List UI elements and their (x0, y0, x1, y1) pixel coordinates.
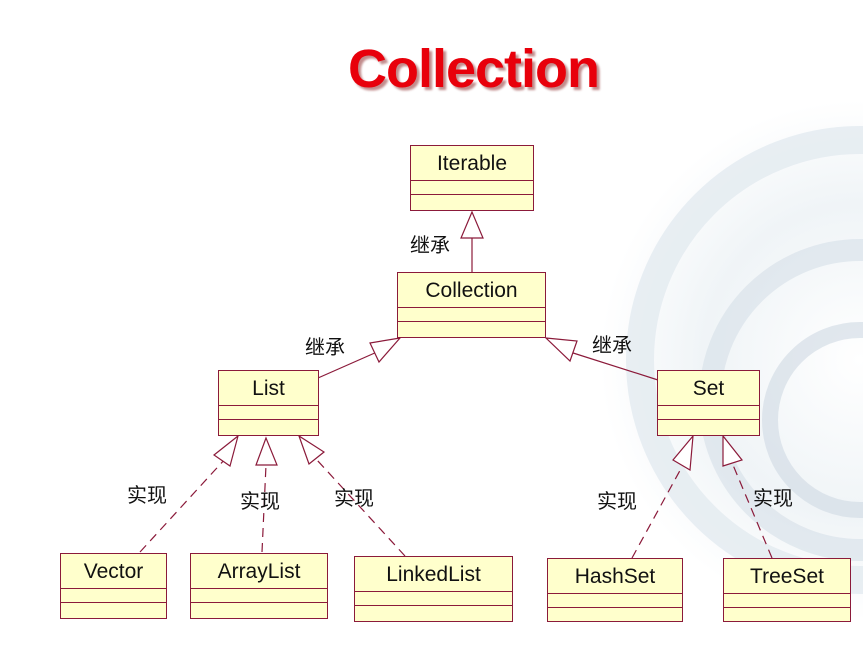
edge-treeset-set (732, 464, 773, 559)
class-attributes-section (355, 592, 512, 606)
class-attributes-section (219, 406, 318, 420)
class-box-linkedlist: LinkedList (354, 556, 513, 622)
edge-hashset-set (631, 464, 684, 559)
label-inherit-set: 继承 (592, 333, 632, 357)
edge-list-collection (317, 351, 378, 379)
label-implement-linkedlist: 实现 (334, 486, 374, 510)
arrowhead-iterable (460, 210, 484, 239)
class-name-linkedlist: LinkedList (355, 557, 512, 592)
class-box-vector: Vector (60, 553, 167, 619)
class-methods-section (658, 420, 759, 434)
class-box-treeset: TreeSet (723, 558, 851, 622)
class-box-list: List (218, 370, 319, 436)
edge-set-collection (569, 351, 659, 381)
class-attributes-section (398, 308, 545, 322)
arrowhead-set-2 (722, 434, 744, 467)
label-inherit-list: 继承 (305, 335, 345, 359)
class-name-list: List (219, 371, 318, 406)
edge-vector-list (139, 457, 227, 553)
class-box-collection: Collection (397, 272, 546, 338)
arrowhead-collection-right (544, 337, 578, 363)
class-name-vector: Vector (61, 554, 166, 589)
arrowhead-list-2 (255, 436, 278, 466)
arrowhead-set-1 (672, 434, 694, 471)
class-attributes-section (724, 594, 850, 608)
class-name-arraylist: ArrayList (191, 554, 327, 589)
class-box-arraylist: ArrayList (190, 553, 328, 619)
label-implement-hashset: 实现 (597, 489, 637, 513)
arrowhead-list-1 (212, 434, 240, 467)
arrowhead-list-3 (297, 434, 326, 465)
label-implement-arraylist: 实现 (240, 489, 280, 513)
class-box-iterable: Iterable (410, 145, 534, 211)
class-attributes-section (411, 181, 533, 195)
edge-linkedlist-list (316, 459, 406, 557)
class-attributes-section (61, 589, 166, 603)
class-methods-section (411, 195, 533, 209)
class-name-iterable: Iterable (411, 146, 533, 181)
label-implement-vector: 实现 (127, 483, 167, 507)
class-attributes-section (191, 589, 327, 603)
class-methods-section (355, 606, 512, 620)
class-methods-section (548, 608, 682, 622)
class-box-hashset: HashSet (547, 558, 683, 622)
page-title: Collection (348, 39, 600, 99)
class-methods-section (219, 420, 318, 434)
class-methods-section (724, 608, 850, 622)
class-attributes-section (658, 406, 759, 420)
class-methods-section (191, 603, 327, 617)
arrowhead-collection-left (369, 337, 402, 364)
class-name-treeset: TreeSet (724, 559, 850, 594)
class-attributes-section (548, 594, 682, 608)
class-methods-section (398, 322, 545, 336)
class-name-hashset: HashSet (548, 559, 682, 594)
label-implement-treeset: 实现 (753, 486, 793, 510)
class-methods-section (61, 603, 166, 617)
class-name-collection: Collection (398, 273, 545, 308)
label-inherit-iterable: 继承 (410, 233, 450, 257)
class-name-set: Set (658, 371, 759, 406)
class-box-set: Set (657, 370, 760, 436)
